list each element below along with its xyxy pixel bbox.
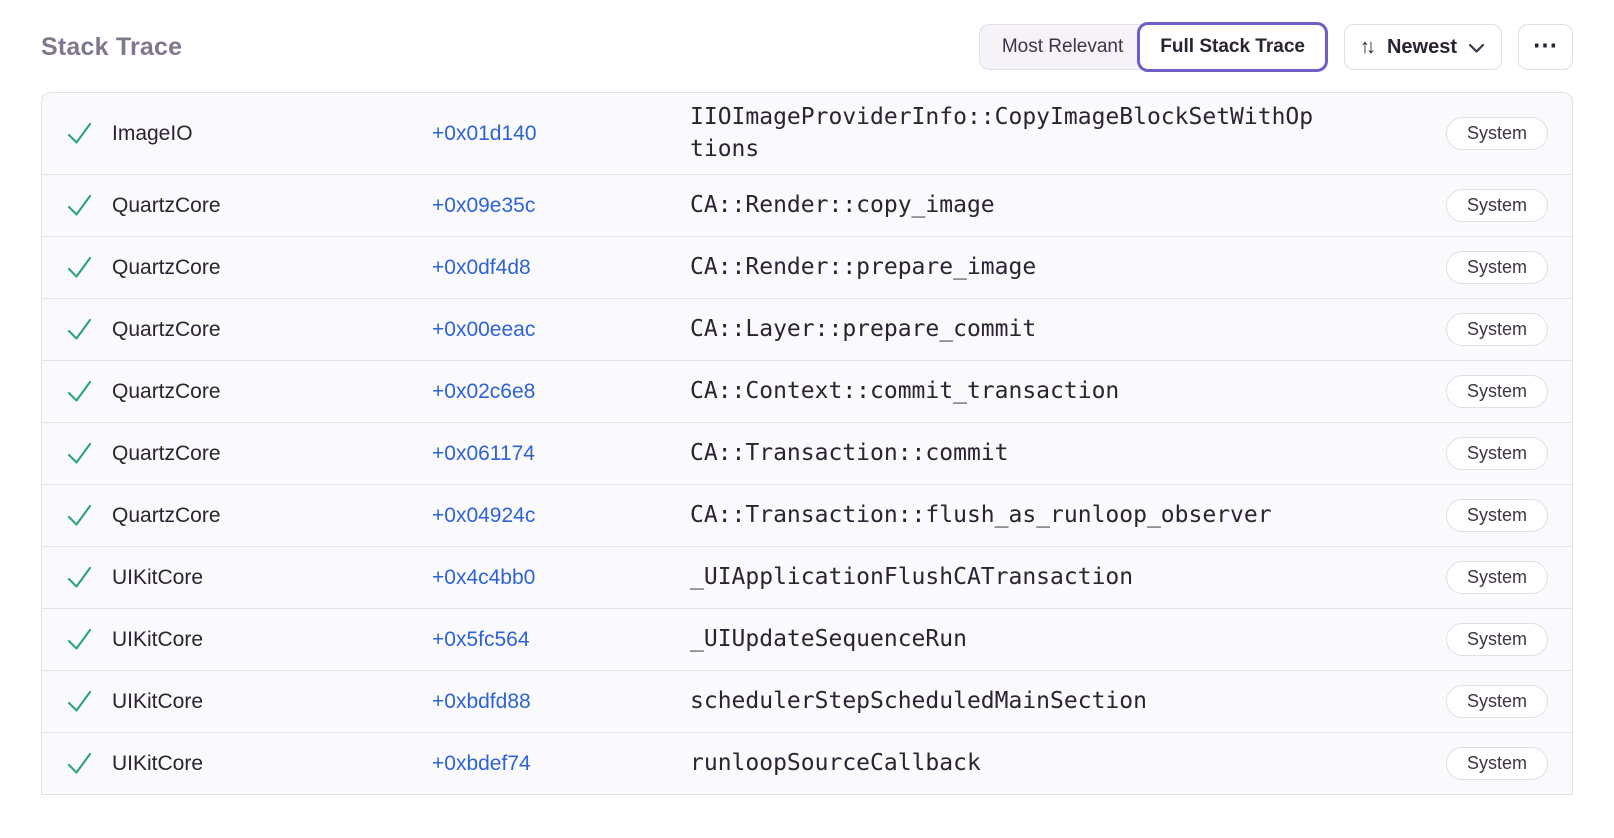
stack-frame-row[interactable]: UIKitCore +0xbdfd88 schedulerStepSchedul… — [42, 670, 1572, 732]
system-badge: System — [1445, 623, 1548, 657]
frame-status-cell — [66, 564, 112, 591]
sort-arrows-icon: ↑↓ — [1359, 35, 1376, 58]
frame-module: UIKitCore — [112, 689, 204, 713]
checkmark-icon — [67, 257, 92, 279]
frame-status-cell — [66, 192, 112, 219]
stack-frame-row[interactable]: QuartzCore +0x04924c CA::Transaction::fl… — [42, 484, 1572, 546]
more-options-button[interactable]: ⋯ — [1518, 24, 1573, 70]
checkmark-icon — [67, 195, 92, 217]
stack-frame-row[interactable]: UIKitCore +0x5fc564 _UIUpdateSequenceRun… — [42, 608, 1572, 670]
stack-trace-table: ImageIO +0x01d140 IIOImageProviderInfo::… — [41, 92, 1573, 796]
frame-offset-link[interactable]: +0x02c6e8 — [432, 379, 536, 403]
checkmark-icon — [67, 123, 92, 144]
checkmark-icon — [67, 505, 92, 527]
frame-status-cell — [66, 626, 112, 653]
frame-function: CA::Transaction::flush_as_runloop_observ… — [690, 502, 1272, 529]
frame-function: IIOImageProviderInfo::CopyImageBlockSetW… — [690, 104, 1314, 162]
frame-status-cell — [66, 120, 112, 147]
frame-module: QuartzCore — [112, 193, 221, 217]
frame-offset-link[interactable]: +0x5fc564 — [432, 627, 530, 651]
frame-offset-link[interactable]: +0x4c4bb0 — [432, 565, 536, 589]
stack-frame-row[interactable]: QuartzCore +0x09e35c CA::Render::copy_im… — [42, 174, 1572, 236]
frame-module: UIKitCore — [112, 627, 204, 651]
frame-function: schedulerStepScheduledMainSection — [690, 688, 1147, 715]
system-badge: System — [1445, 561, 1548, 595]
page-title: Stack Trace — [41, 32, 183, 61]
checkmark-icon — [67, 567, 92, 589]
frame-function: _UIApplicationFlushCATransaction — [690, 564, 1134, 591]
frame-offset-link[interactable]: +0x04924c — [432, 503, 536, 527]
frame-offset-link[interactable]: +0x09e35c — [432, 193, 536, 217]
frame-offset-link[interactable]: +0xbdfd88 — [432, 689, 531, 713]
system-badge: System — [1445, 313, 1548, 347]
frame-status-cell — [66, 440, 112, 467]
frame-function: _UIUpdateSequenceRun — [690, 626, 967, 653]
frame-function: CA::Layer::prepare_commit — [690, 316, 1037, 343]
checkmark-icon — [67, 753, 92, 775]
frame-module: UIKitCore — [112, 565, 204, 589]
stack-trace-panel: Stack Trace Most Relevant Full Stack Tra… — [0, 16, 1614, 796]
frame-module: QuartzCore — [112, 379, 221, 403]
frame-module: UIKitCore — [112, 751, 204, 775]
stack-frame-row[interactable]: QuartzCore +0x00eeac CA::Layer::prepare_… — [42, 298, 1572, 360]
frame-status-cell — [66, 254, 112, 281]
frame-offset-link[interactable]: +0x0df4d8 — [432, 255, 531, 279]
frame-module: QuartzCore — [112, 441, 221, 465]
system-badge: System — [1445, 685, 1548, 719]
frame-function: CA::Render::copy_image — [690, 192, 995, 219]
ellipsis-icon: ⋯ — [1532, 30, 1559, 59]
frame-status-cell — [66, 688, 112, 715]
system-badge: System — [1445, 117, 1548, 151]
stack-frame-row[interactable]: ImageIO +0x01d140 IIOImageProviderInfo::… — [42, 93, 1572, 174]
frame-status-cell — [66, 750, 112, 777]
sort-label: Newest — [1386, 35, 1457, 58]
system-badge: System — [1445, 499, 1548, 533]
checkmark-icon — [67, 319, 92, 341]
frame-module: QuartzCore — [112, 503, 221, 527]
checkmark-icon — [67, 443, 92, 465]
frame-function: runloopSourceCallback — [690, 750, 981, 777]
frame-status-cell — [66, 316, 112, 343]
frame-status-cell — [66, 378, 112, 405]
frame-function: CA::Render::prepare_image — [690, 254, 1037, 281]
full-stack-trace-button[interactable]: Full Stack Trace — [1137, 22, 1328, 72]
frame-module: ImageIO — [112, 121, 193, 145]
stack-frame-row[interactable]: QuartzCore +0x02c6e8 CA::Context::commit… — [42, 360, 1572, 422]
frame-status-cell — [66, 502, 112, 529]
frame-module: QuartzCore — [112, 317, 221, 341]
checkmark-icon — [67, 381, 92, 403]
frame-offset-link[interactable]: +0x00eeac — [432, 317, 536, 341]
sort-button[interactable]: ↑↓ Newest — [1343, 24, 1502, 70]
frame-function: CA::Context::commit_transaction — [690, 378, 1120, 405]
frame-function: CA::Transaction::commit — [690, 440, 1009, 467]
checkmark-icon — [67, 629, 92, 651]
system-badge: System — [1445, 375, 1548, 409]
frame-module: QuartzCore — [112, 255, 221, 279]
system-badge: System — [1445, 437, 1548, 471]
most-relevant-button[interactable]: Most Relevant — [978, 24, 1148, 70]
system-badge: System — [1445, 189, 1548, 223]
frame-offset-link[interactable]: +0x061174 — [432, 441, 535, 465]
checkmark-icon — [67, 691, 92, 713]
view-toggle: Most Relevant Full Stack Trace — [978, 22, 1328, 72]
system-badge: System — [1445, 251, 1548, 285]
system-badge: System — [1445, 747, 1548, 781]
stack-frame-row[interactable]: UIKitCore +0x4c4bb0 _UIApplicationFlushC… — [42, 546, 1572, 608]
header-controls: Most Relevant Full Stack Trace ↑↓ Newest… — [978, 22, 1573, 72]
frame-offset-link[interactable]: +0xbdef74 — [432, 751, 531, 775]
stack-frame-row[interactable]: QuartzCore +0x061174 CA::Transaction::co… — [42, 422, 1572, 484]
frame-offset-link[interactable]: +0x01d140 — [432, 121, 537, 145]
stack-frame-row[interactable]: QuartzCore +0x0df4d8 CA::Render::prepare… — [42, 236, 1572, 298]
stack-trace-header: Stack Trace Most Relevant Full Stack Tra… — [41, 16, 1573, 78]
chevron-down-icon — [1468, 43, 1485, 53]
stack-frame-row[interactable]: UIKitCore +0xbdef74 runloopSourceCallbac… — [42, 732, 1572, 794]
